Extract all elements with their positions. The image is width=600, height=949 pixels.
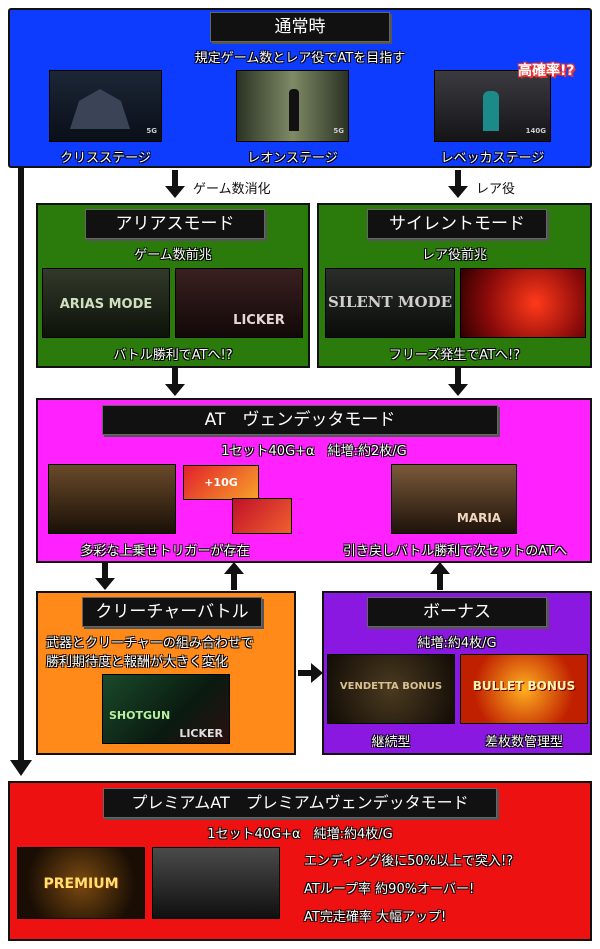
vendetta-bonus-logo: VENDETTA BONUS xyxy=(339,681,443,692)
silent-logo-text: SILENT MODE xyxy=(327,293,453,311)
premium-battle-thumbnail xyxy=(152,847,280,919)
creature-battle-title: クリーチャーバトル xyxy=(82,597,262,627)
arrow-label-games: ゲーム数消化 xyxy=(193,182,271,197)
premium-at-subtitle: 1セット40G+α 純増:約4枚/G xyxy=(207,827,393,842)
at-mode-title: AT ヴェンデッタモード xyxy=(102,405,498,435)
leon-stage-label: レオンステージ xyxy=(247,151,338,166)
arias-mode-thumbnail: ARIAS MODE xyxy=(42,268,170,338)
thumb-counter: 140G xyxy=(525,127,546,135)
arrow-down-icon xyxy=(448,170,468,198)
at-bonus-thumbnail-1: +10G xyxy=(183,465,259,500)
arrow-down-icon xyxy=(165,368,185,396)
chris-stage-label: クリスステージ xyxy=(60,151,151,166)
arias-mode-footer: バトル勝利でATへ!? xyxy=(113,348,233,363)
red-freeze-thumbnail xyxy=(460,268,586,338)
premium-line-1: エンディング後に50%以上で突入!? xyxy=(304,854,514,869)
thumb-counter: 5G xyxy=(333,127,344,135)
premium-line-2: ATループ率 約90%オーバー! xyxy=(304,882,475,897)
at-left-caption: 多彩な上乗せトリガーが存在 xyxy=(80,544,250,559)
vendetta-bonus-thumbnail: VENDETTA BONUS xyxy=(327,654,455,724)
at-mode-subtitle: 1セット40G+α 純増:約2枚/G xyxy=(221,444,407,459)
chris-stage-thumbnail: 5G xyxy=(49,70,162,142)
premium-logo-thumbnail: PREMIUM xyxy=(17,847,145,919)
creature-battle-desc-2: 勝利期待度と報酬が大きく変化 xyxy=(46,655,229,670)
arrow-up-icon xyxy=(430,562,450,590)
bonus-title: ボーナス xyxy=(367,597,547,627)
normal-mode-title: 通常時 xyxy=(210,12,390,42)
bonus-subtitle: 純増:約4枚/G xyxy=(417,636,497,651)
silent-mode-title: サイレントモード xyxy=(367,209,547,239)
premium-line-3: AT完走確率 大幅アップ! xyxy=(304,910,447,925)
maria-thumbnail: MARIA xyxy=(391,464,517,534)
normal-mode-subtitle: 規定ゲーム数とレア役でATを目指す xyxy=(194,51,406,66)
bonus-type-managed: 差枚数管理型 xyxy=(484,735,563,750)
at-bonus-thumbnail-2 xyxy=(232,498,292,534)
licker-logo-text: LICKER xyxy=(179,727,223,740)
rebecca-stage-thumbnail: 140G xyxy=(434,70,551,142)
shotgun-licker-thumbnail: SHOTGUN LICKER xyxy=(102,674,230,744)
arias-mode-title: アリアスモード xyxy=(85,209,265,239)
at-plus-logo: +10G xyxy=(204,476,238,489)
arrow-down-icon xyxy=(448,368,468,396)
licker-logo-text: LICKER xyxy=(233,313,285,328)
at-battle-thumbnail xyxy=(48,464,176,534)
maria-logo-text: MARIA xyxy=(456,511,502,525)
at-right-caption: 引き戻しバトル勝利で次セットのATへ xyxy=(342,544,568,559)
silent-mode-footer: フリーズ発生でATへ!? xyxy=(388,348,521,363)
premium-logo-text: PREMIUM xyxy=(43,876,119,892)
licker-thumbnail: LICKER xyxy=(175,268,303,338)
silent-mode-thumbnail: SILENT MODE xyxy=(325,268,455,338)
bonus-type-continuous: 継続型 xyxy=(371,735,411,750)
bullet-bonus-thumbnail: BULLET BONUS xyxy=(460,654,588,724)
arrow-down-icon xyxy=(10,166,32,776)
thumb-counter: 5G xyxy=(146,127,157,135)
rebecca-stage-label: レベッカステージ xyxy=(440,151,545,166)
high-probability-badge: 高確率!? xyxy=(518,63,575,79)
premium-at-title: プレミアムAT プレミアムヴェンデッタモード xyxy=(103,788,497,818)
leon-stage-thumbnail: 5G xyxy=(236,70,349,142)
bullet-bonus-logo: BULLET BONUS xyxy=(472,679,576,693)
arrow-down-icon xyxy=(95,562,115,590)
creature-battle-desc-1: 武器とクリーチャーの組み合わせで xyxy=(46,636,254,651)
arias-logo-text: ARIAS MODE xyxy=(59,297,153,312)
arrow-up-icon xyxy=(224,562,244,590)
arrow-down-icon xyxy=(165,170,185,198)
arrow-right-icon xyxy=(298,663,323,683)
shotgun-logo-text: SHOTGUN xyxy=(109,709,171,722)
silent-mode-subtitle: レア役前兆 xyxy=(421,248,487,263)
arias-mode-subtitle: ゲーム数前兆 xyxy=(134,248,212,263)
arrow-label-rare: レア役 xyxy=(476,182,516,197)
